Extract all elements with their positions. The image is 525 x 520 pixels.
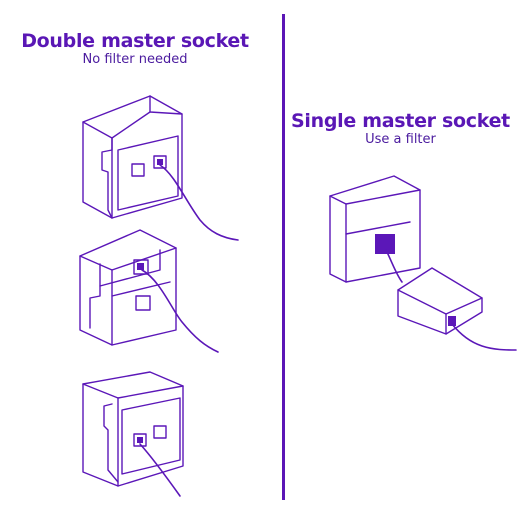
double-socket-1-illustration (82, 95, 239, 241)
single-master-socket-title: Single master socket (291, 110, 510, 132)
double-master-socket-title: Double master socket (21, 30, 249, 52)
filter-illustration (397, 267, 517, 351)
single-master-socket-heading: Single master socket Use a filter (288, 110, 513, 147)
double-master-socket-subtitle: No filter needed (82, 52, 188, 67)
single-socket-illustration (329, 175, 421, 283)
panel-divider (282, 14, 285, 500)
double-socket-2-illustration (79, 229, 219, 353)
double-master-socket-heading: Double master socket No filter needed (20, 30, 250, 67)
double-socket-3-illustration (82, 371, 184, 497)
single-master-socket-subtitle: Use a filter (365, 132, 436, 147)
